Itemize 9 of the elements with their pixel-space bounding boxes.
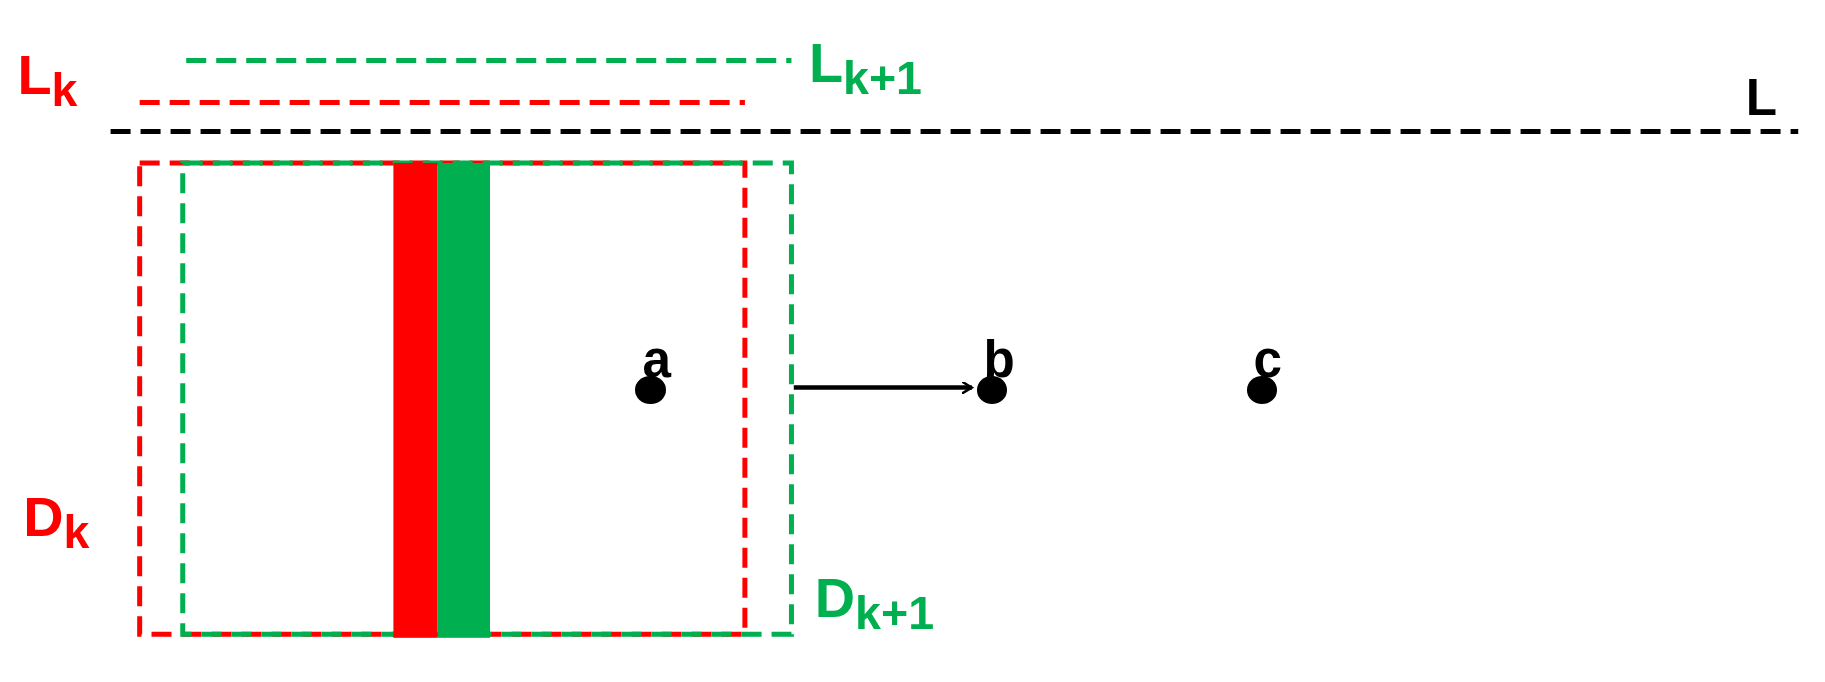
line-label: L$_{k+1}$ (808, 34, 922, 102)
point-label: a (642, 334, 671, 386)
point-label: b (983, 334, 1015, 386)
line-label: L (1745, 72, 1778, 124)
line-label: L$_{k}$ (17, 46, 78, 114)
region-label: D$_{k+1}$ (814, 570, 935, 638)
point-label: c (1253, 334, 1282, 386)
region-label: D$_{k}$ (23, 488, 90, 556)
arrow (793, 380, 974, 395)
